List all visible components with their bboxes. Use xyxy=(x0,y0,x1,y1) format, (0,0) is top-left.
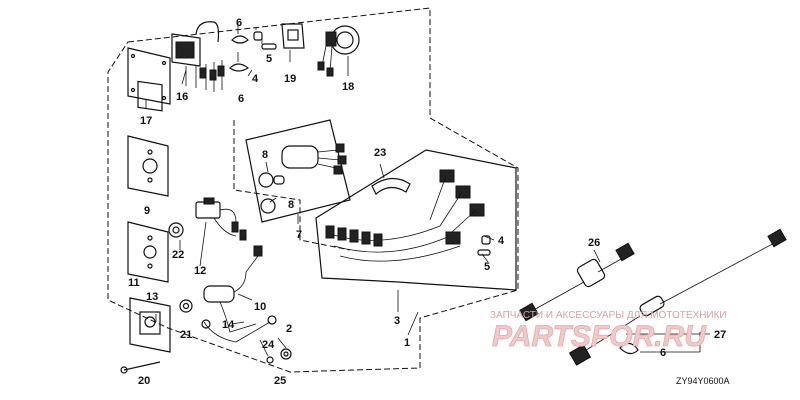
switch-16 xyxy=(171,21,225,92)
callout-5: 5 xyxy=(484,261,490,273)
switch-12 xyxy=(195,197,247,241)
callout-12: 12 xyxy=(194,265,206,277)
switch-panel-17 xyxy=(127,47,171,112)
callout-11: 11 xyxy=(128,277,140,289)
nut-22 xyxy=(168,222,184,238)
callout-labels: 6 5 4 6 16 17 19 18 8 8 7 9 22 12 11 13 … xyxy=(128,17,726,387)
callout-19: 19 xyxy=(284,73,296,85)
assembly-boundary xyxy=(107,7,519,373)
callout-6: 6 xyxy=(238,93,244,105)
callout-13: 13 xyxy=(146,291,158,303)
screw-20 xyxy=(120,361,161,374)
washer-24 xyxy=(266,356,274,364)
callout-17: 17 xyxy=(140,115,152,127)
callout-3: 3 xyxy=(394,315,400,327)
panel-11 xyxy=(129,297,171,353)
leader-lines xyxy=(145,22,710,357)
clip-6-mid xyxy=(229,63,250,72)
nut-21 xyxy=(179,299,193,313)
main-harness-3 xyxy=(315,149,517,291)
buzzer-18 xyxy=(317,25,360,77)
panel-9 xyxy=(127,135,169,197)
extension-harness-26 xyxy=(519,242,635,322)
extension-harness-27 xyxy=(568,228,787,366)
callout-4: 4 xyxy=(498,235,505,247)
callout-20: 20 xyxy=(138,375,150,387)
callout-7: 7 xyxy=(296,229,302,241)
callout-14: 14 xyxy=(222,319,235,331)
connector-cover-19 xyxy=(281,23,305,49)
callout-8: 8 xyxy=(262,149,268,161)
diagram-code: ZY94Y0600A xyxy=(676,376,730,386)
callout-21: 21 xyxy=(180,329,192,341)
pin-5-top xyxy=(261,43,277,50)
callout-5: 5 xyxy=(266,53,272,65)
callout-1: 1 xyxy=(404,337,410,349)
callout-9: 9 xyxy=(144,205,150,217)
callout-27: 27 xyxy=(714,329,726,341)
callout-4: 4 xyxy=(252,73,259,85)
callout-16: 16 xyxy=(176,91,188,103)
trim-switch-10 xyxy=(203,245,263,333)
watermark-tagline: ЗАПЧАСТИ И АКСЕССУАРЫ ДЛЯ МОТОТЕХНИКИ xyxy=(490,310,727,321)
callout-18: 18 xyxy=(342,81,354,93)
watermark-brand: PARTSFOR.RU xyxy=(492,320,707,353)
callout-6: 6 xyxy=(660,347,666,359)
panel-13 xyxy=(127,221,169,283)
callout-25: 25 xyxy=(274,375,286,387)
clip-6-right xyxy=(619,342,639,355)
pin-5-right xyxy=(477,249,491,256)
callout-23: 23 xyxy=(374,147,386,159)
callout-2: 2 xyxy=(286,323,292,335)
callout-24: 24 xyxy=(262,339,275,351)
grommet-4-right xyxy=(481,235,491,245)
washer-2 xyxy=(280,348,292,360)
callout-22: 22 xyxy=(172,249,184,261)
grommet-4-top xyxy=(253,31,263,41)
watermark: ЗАПЧАСТИ И АКСЕССУАРЫ ДЛЯ МОТОТЕХНИКИ PA… xyxy=(490,310,727,353)
clip-6-top xyxy=(231,35,249,44)
callout-10: 10 xyxy=(254,301,266,313)
starter-switch-7 xyxy=(245,119,351,223)
callout-6: 6 xyxy=(236,17,242,29)
clamp-23 xyxy=(371,177,411,195)
wire-14 xyxy=(201,315,277,343)
callout-8: 8 xyxy=(288,199,294,211)
callout-26: 26 xyxy=(588,237,600,249)
